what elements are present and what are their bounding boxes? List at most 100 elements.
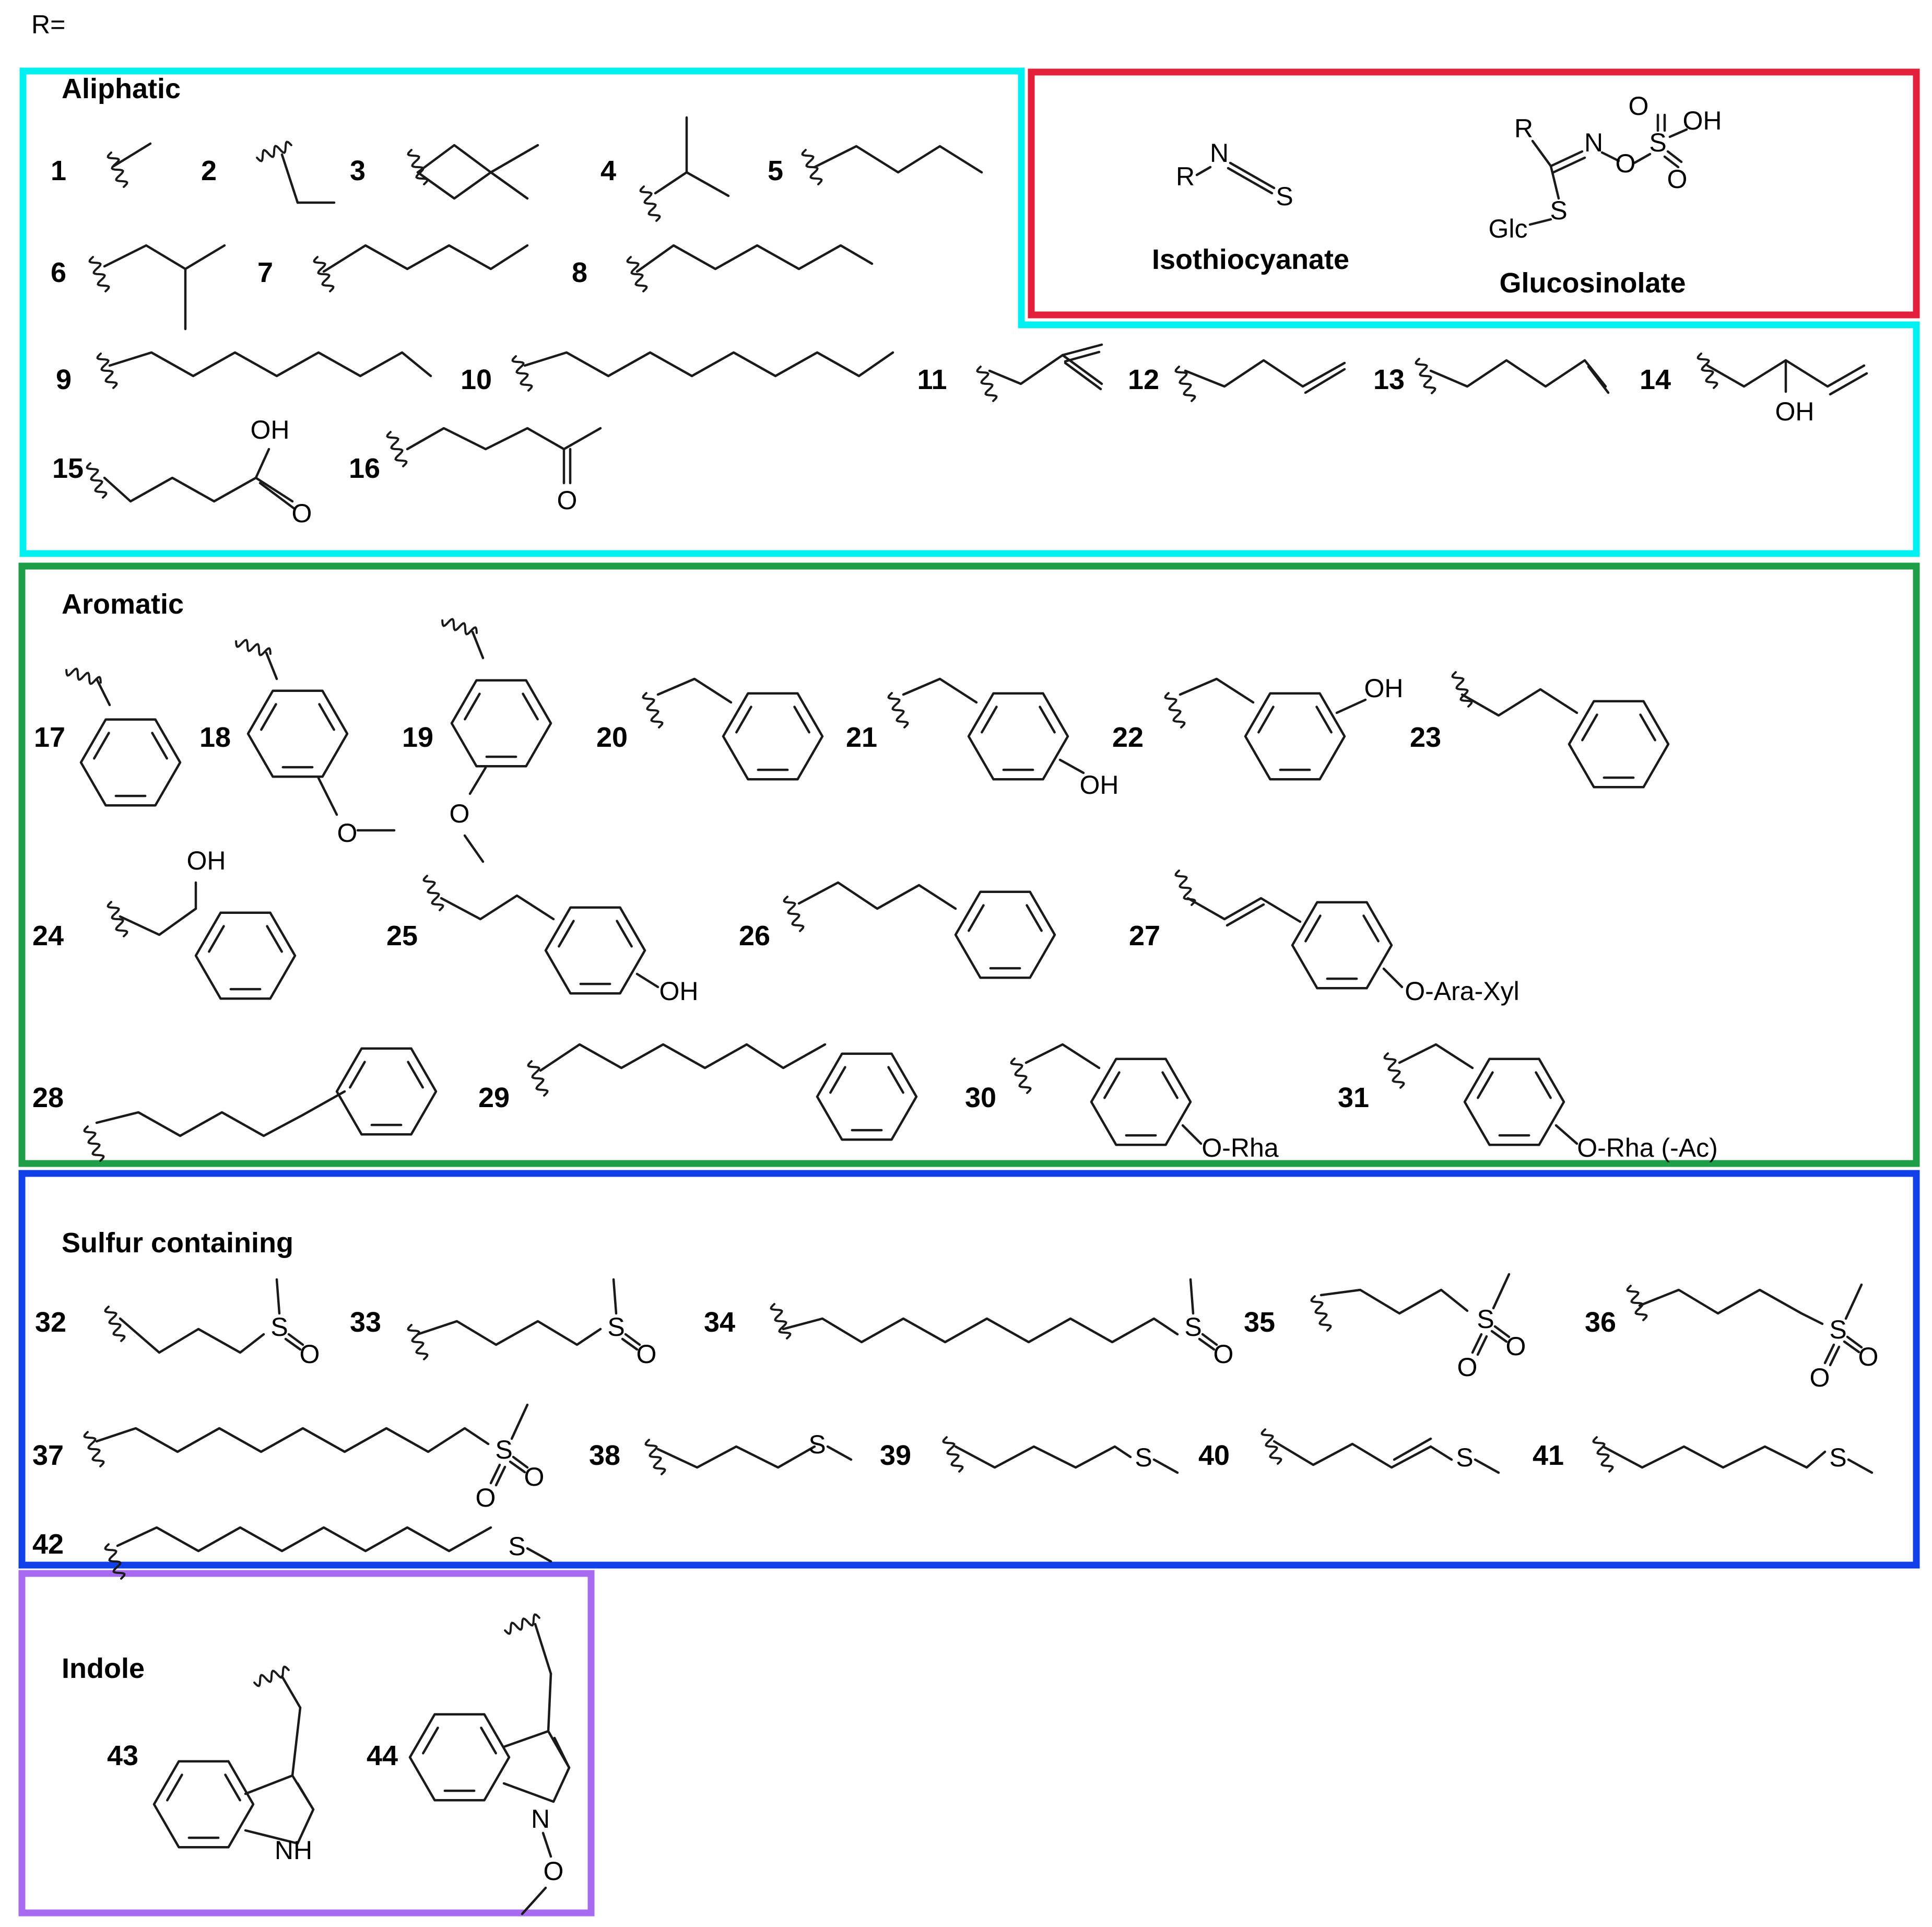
attachment-wavy-bond xyxy=(441,618,478,636)
sulfur-atom: S xyxy=(607,1312,625,1342)
methyl-bond xyxy=(526,1547,552,1563)
double-bond xyxy=(1476,1335,1488,1356)
aromatic-double-bond xyxy=(616,920,633,948)
bond xyxy=(1668,128,1688,138)
bond xyxy=(813,145,983,174)
aromatic-double-bond xyxy=(1161,1071,1179,1099)
bond xyxy=(416,171,529,200)
bond xyxy=(112,142,152,168)
bond xyxy=(656,1445,816,1469)
attachment-wavy-bond xyxy=(626,256,648,292)
bond xyxy=(988,354,1064,385)
aromatic-double-bond xyxy=(1039,706,1056,734)
sulfur-atom: S xyxy=(1456,1443,1473,1472)
bond xyxy=(1528,218,1552,226)
glucosinolate-label: Glucosinolate xyxy=(1499,267,1686,299)
aromatic-double-bond xyxy=(260,703,277,731)
oxygen-atom: O xyxy=(637,1340,657,1369)
compound-number: 39 xyxy=(880,1440,911,1471)
bond xyxy=(1633,152,1652,164)
attachment-wavy-bond xyxy=(644,1439,666,1475)
bond xyxy=(1601,1445,1827,1469)
compound-number: 17 xyxy=(34,722,65,753)
methyl-bond xyxy=(1844,1283,1863,1320)
double-bond xyxy=(1552,156,1586,174)
atom-n: N xyxy=(1584,128,1603,157)
bond xyxy=(523,351,894,378)
compound-number: 27 xyxy=(1129,920,1160,951)
attachment-wavy-bond xyxy=(1174,366,1196,402)
compound-number: 14 xyxy=(1640,364,1671,395)
aromatic-double-bond xyxy=(968,904,985,932)
bond xyxy=(654,116,688,195)
sulfur-atom: S xyxy=(808,1430,826,1459)
bond xyxy=(1181,1124,1203,1145)
aromatic-double-bond xyxy=(981,706,998,734)
double-bond xyxy=(621,1337,639,1351)
bond xyxy=(244,1774,315,1845)
benzene-ring xyxy=(152,1760,255,1849)
bond xyxy=(116,1526,492,1553)
bond xyxy=(1554,1124,1578,1145)
aromatic-double-bond xyxy=(829,1066,846,1094)
bond xyxy=(95,1090,346,1137)
benzene-ring xyxy=(1568,700,1670,789)
attachment-wavy-bond xyxy=(1310,1295,1332,1332)
bond xyxy=(1429,359,1607,388)
bond xyxy=(902,677,978,704)
attachment-wavy-bond xyxy=(107,151,128,188)
bond xyxy=(254,476,294,503)
double-bond xyxy=(287,1333,304,1346)
attachment-wavy-bond xyxy=(1592,1436,1614,1473)
sulfur-atom: S xyxy=(508,1532,525,1561)
bond xyxy=(440,894,555,921)
atom-r: R xyxy=(1514,114,1533,143)
bond xyxy=(1460,688,1578,717)
attachment-wavy-bond xyxy=(770,1303,792,1340)
aromatic-double-bond xyxy=(558,920,575,948)
compound-number: 15 xyxy=(52,453,84,484)
bond xyxy=(463,834,485,863)
bond xyxy=(502,1730,571,1803)
double-bond xyxy=(1549,150,1584,168)
compound-number: 29 xyxy=(478,1082,510,1113)
double-bond xyxy=(1201,1333,1218,1346)
attachment-wavy-bond xyxy=(407,149,429,185)
bond xyxy=(1429,1445,1453,1461)
o-label: O xyxy=(450,799,470,828)
attachment-wavy-bond xyxy=(504,1613,540,1635)
bond xyxy=(416,144,539,174)
attachment-wavy-bond xyxy=(235,639,272,656)
attachment-wavy-bond xyxy=(83,1125,105,1162)
compound-number: 22 xyxy=(1112,722,1144,753)
bond xyxy=(541,1831,552,1858)
compound-number: 36 xyxy=(1585,1307,1616,1338)
r-equals-label: R= xyxy=(31,10,65,39)
bond xyxy=(1064,350,1101,363)
attachment-wavy-bond xyxy=(783,896,805,932)
compound-number: 24 xyxy=(32,920,64,951)
compound-number: 1 xyxy=(51,155,66,186)
attachment-wavy-bond xyxy=(253,1665,290,1687)
aromatic-double-bond xyxy=(1639,713,1656,742)
aromatic-double-bond xyxy=(318,703,335,731)
attachment-wavy-bond xyxy=(527,1060,549,1097)
methyl-bond xyxy=(1152,1458,1179,1474)
compound-number: 6 xyxy=(51,257,66,288)
benzene-ring xyxy=(79,718,182,807)
aliphatic-title: Aliphatic xyxy=(62,73,181,104)
methyl-bond xyxy=(510,1403,529,1440)
compound-number: 31 xyxy=(1338,1082,1369,1113)
bond xyxy=(1273,1440,1432,1469)
sulfur-atom: S xyxy=(1829,1315,1846,1344)
benzene-ring xyxy=(194,911,297,1000)
aromatic-double-bond xyxy=(1257,706,1275,734)
benzene-ring xyxy=(246,689,349,778)
compound-number: 42 xyxy=(32,1529,64,1560)
double-bond xyxy=(1843,1340,1860,1354)
bond xyxy=(406,427,602,451)
bond xyxy=(280,1675,302,1709)
double-bond xyxy=(1198,1337,1216,1351)
compound-number: 40 xyxy=(1198,1440,1230,1471)
compound-number: 20 xyxy=(596,722,628,753)
